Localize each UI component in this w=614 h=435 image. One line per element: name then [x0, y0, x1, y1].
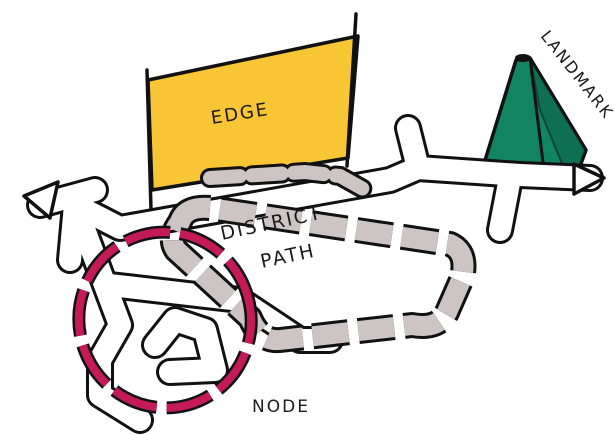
path-label: PATH: [258, 240, 317, 273]
district-fill: [162, 197, 474, 351]
node-label: NODE: [252, 397, 310, 417]
node-element: NODE: [72, 225, 310, 417]
node-ring: [74, 228, 256, 412]
edge-element: EDGE: [145, 12, 360, 212]
